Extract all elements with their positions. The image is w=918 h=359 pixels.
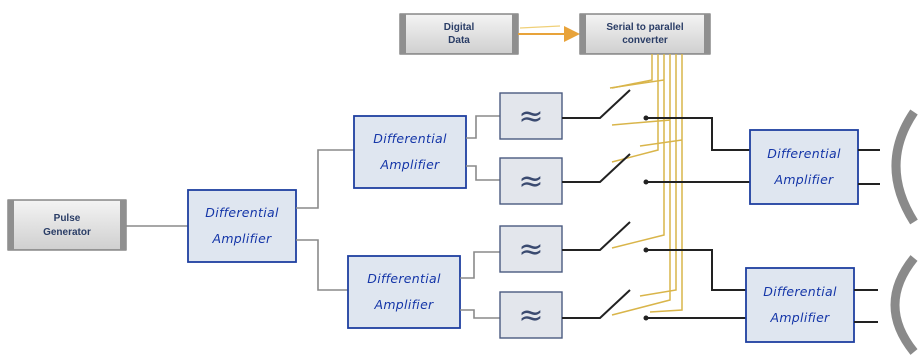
filter-1: ≈ — [499, 92, 563, 140]
switch-1 — [562, 89, 649, 121]
digital-data-line2: Data — [448, 35, 470, 46]
wire-main-to-upper — [296, 149, 354, 209]
control-lines — [609, 54, 683, 316]
transducer-arc-lower-icon — [890, 255, 918, 355]
wire-lower-to-filter3 — [460, 251, 500, 279]
pulse-generator-line1: Pulse — [54, 213, 81, 224]
pulse-generator-line2: Generator — [43, 227, 91, 238]
amp-ru-line2: Amplifier — [773, 172, 834, 187]
differential-amplifier-right-lower: Differential Amplifier — [745, 267, 855, 343]
filter-4: ≈ — [499, 291, 563, 339]
filter-2-symbol: ≈ — [518, 164, 543, 199]
amp-rl-line1: Differential — [763, 284, 837, 299]
s2p-line2: converter — [622, 35, 668, 46]
differential-amplifier-right-upper: Differential Amplifier — [749, 129, 859, 205]
differential-amplifier-upper: Differential Amplifier — [353, 115, 467, 189]
wire-upper-to-filter1 — [466, 115, 500, 139]
filter-4-symbol: ≈ — [518, 298, 543, 333]
pulse-generator-block: Pulse Generator — [7, 199, 127, 251]
wire-switch3-to-amp-rl — [646, 249, 746, 291]
amp-rl-line2: Amplifier — [769, 310, 830, 325]
s2p-line1: Serial to parallel — [606, 22, 683, 33]
wire-upper-to-filter2 — [466, 165, 500, 181]
switch-4 — [562, 289, 649, 321]
serial-to-parallel-block: Serial to parallel converter — [579, 13, 711, 55]
amp-lower-line2: Amplifier — [373, 297, 434, 312]
amp-ru-line1: Differential — [767, 146, 841, 161]
amp-main-line2: Amplifier — [211, 231, 272, 246]
transducer-arc-upper-icon — [891, 109, 918, 225]
amp-main-line1: Differential — [205, 205, 279, 220]
switch-3 — [562, 221, 649, 253]
amp-lower-line1: Differential — [367, 271, 441, 286]
differential-amplifier-main: Differential Amplifier — [187, 189, 297, 263]
amp-upper-line1: Differential — [373, 131, 447, 146]
filter-3-symbol: ≈ — [518, 232, 543, 267]
wire-lower-to-filter4 — [460, 309, 500, 319]
filter-1-symbol: ≈ — [518, 99, 543, 134]
switch-2 — [562, 153, 649, 185]
differential-amplifier-lower: Differential Amplifier — [347, 255, 461, 329]
filter-3: ≈ — [499, 225, 563, 273]
wire-main-to-lower — [296, 239, 348, 291]
filter-2: ≈ — [499, 157, 563, 205]
amp-upper-line2: Amplifier — [379, 157, 440, 172]
wire-switch1-to-amp-ru — [646, 117, 750, 151]
data-arrow-glow — [519, 25, 561, 29]
digital-data-line1: Digital — [444, 22, 475, 33]
digital-data-block: Digital Data — [399, 13, 519, 55]
